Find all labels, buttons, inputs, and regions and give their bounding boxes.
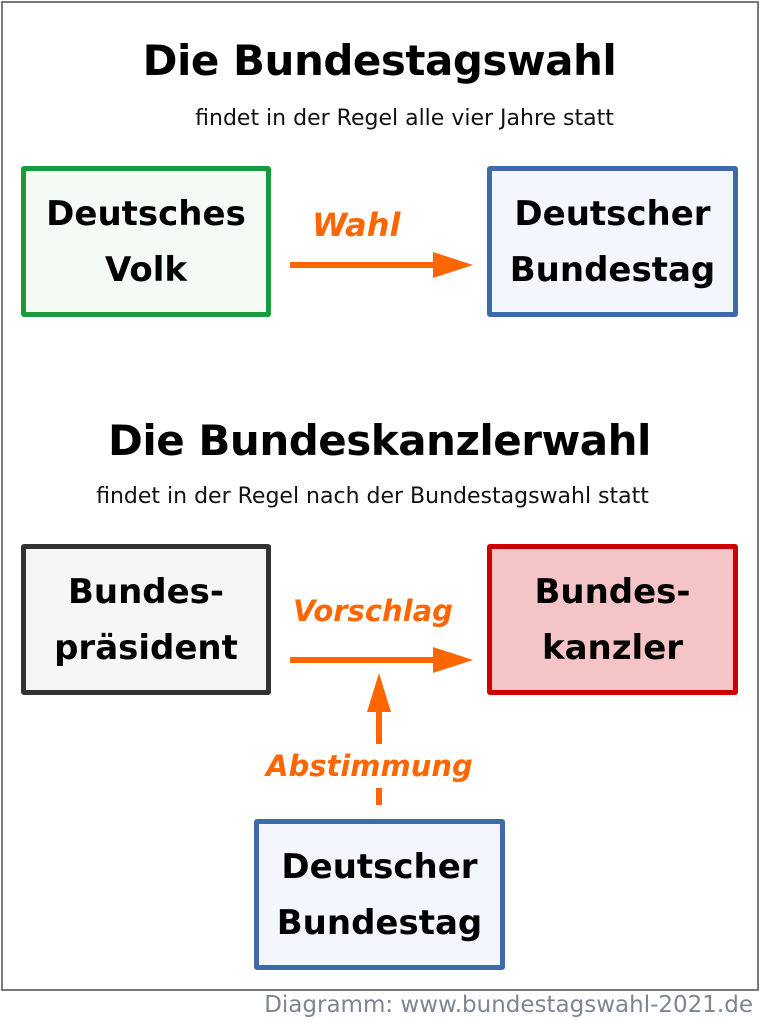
box-bundeskanzler: Bundes- kanzler bbox=[487, 544, 738, 695]
box-line: Bundes- bbox=[67, 571, 225, 612]
arrow-right-icon bbox=[290, 647, 473, 673]
box-line: Bundes- bbox=[534, 571, 691, 612]
section1-subtitle: findet in der Regel alle vier Jahre stat… bbox=[195, 106, 614, 131]
box-line: Deutscher bbox=[281, 846, 478, 887]
box-deutsches-volk: Deutsches Volk bbox=[21, 166, 271, 317]
box-line: Deutsches bbox=[46, 193, 246, 234]
box-line: Deutscher bbox=[514, 193, 711, 234]
box-deutscher-bundestag-bottom: Deutscher Bundestag bbox=[254, 819, 505, 970]
box-line: präsident bbox=[54, 627, 238, 668]
arrow-label-vorschlag: Vorschlag bbox=[293, 594, 453, 628]
section1-title: Die Bundestagswahl bbox=[142, 36, 617, 85]
box-line: Bundestag bbox=[276, 902, 483, 943]
arrow-up-icon bbox=[367, 673, 391, 805]
credit-text: Diagramm: www.bundestagswahl-2021.de bbox=[264, 992, 753, 1018]
box-line: Volk bbox=[104, 249, 188, 290]
arrow-label-wahl: Wahl bbox=[312, 206, 401, 244]
box-line: Bundestag bbox=[509, 249, 716, 290]
arrow-label-abstimmung: Abstimmung bbox=[266, 749, 473, 783]
box-bundespraesident: Bundes- präsident bbox=[21, 544, 271, 695]
section2-title: Die Bundeskanzlerwahl bbox=[108, 416, 651, 465]
section2-subtitle: findet in der Regel nach der Bundestagsw… bbox=[96, 484, 649, 509]
box-line: kanzler bbox=[541, 627, 684, 668]
arrow-right-icon bbox=[290, 252, 473, 278]
box-deutscher-bundestag-top: Deutscher Bundestag bbox=[487, 166, 738, 317]
